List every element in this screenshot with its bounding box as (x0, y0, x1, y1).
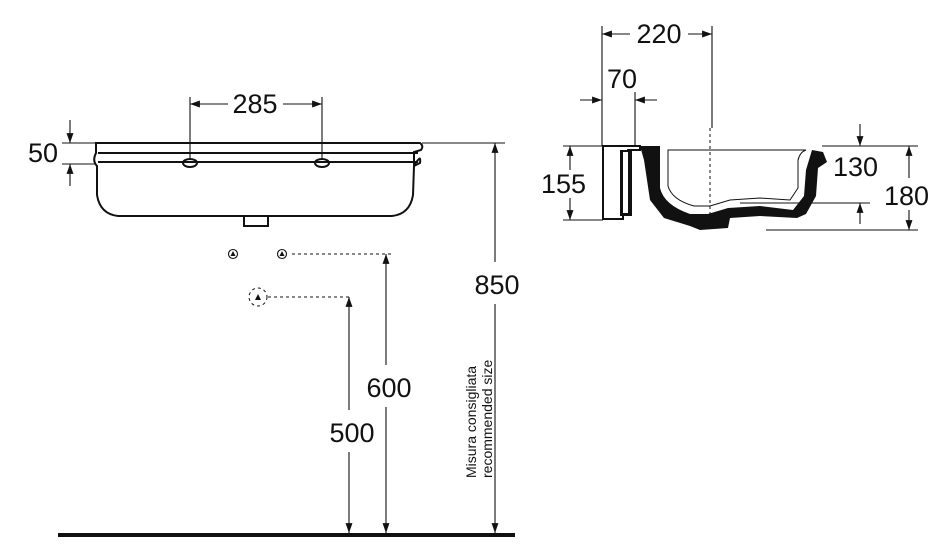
dim-floor-to-waste: 500 (329, 418, 374, 448)
waste-point (248, 287, 268, 307)
dim-wall-thickness: 70 (607, 64, 637, 94)
dim-depth: 220 (636, 19, 681, 49)
supply-point-right (276, 248, 288, 260)
recommended-size-label-en: recommended size (479, 360, 495, 478)
basin-bowl-inner (667, 149, 807, 207)
basin-front-outline (93, 142, 424, 217)
recommended-size-label-it: Misura consigliata (463, 366, 479, 478)
front-view: 285 50 850 Misura consigliata recommende… (28, 89, 520, 537)
tap-hole-right (314, 158, 330, 168)
dim-bowl-depth: 130 (833, 152, 878, 182)
dim-tap-spacing: 285 (232, 89, 277, 119)
waste-outlet (243, 215, 269, 227)
dim-total-height: 180 (884, 181, 929, 211)
supply-point-left (227, 248, 239, 260)
tap-hole-left (182, 158, 198, 168)
dim-side-height: 155 (541, 169, 586, 199)
basin-section-outer (640, 146, 827, 230)
dim-floor-to-supply: 600 (366, 373, 411, 403)
dim-floor-to-rim: 850 (474, 270, 519, 300)
side-view: 220 70 155 130 180 (541, 19, 929, 231)
dim-rim-height: 50 (28, 138, 58, 168)
